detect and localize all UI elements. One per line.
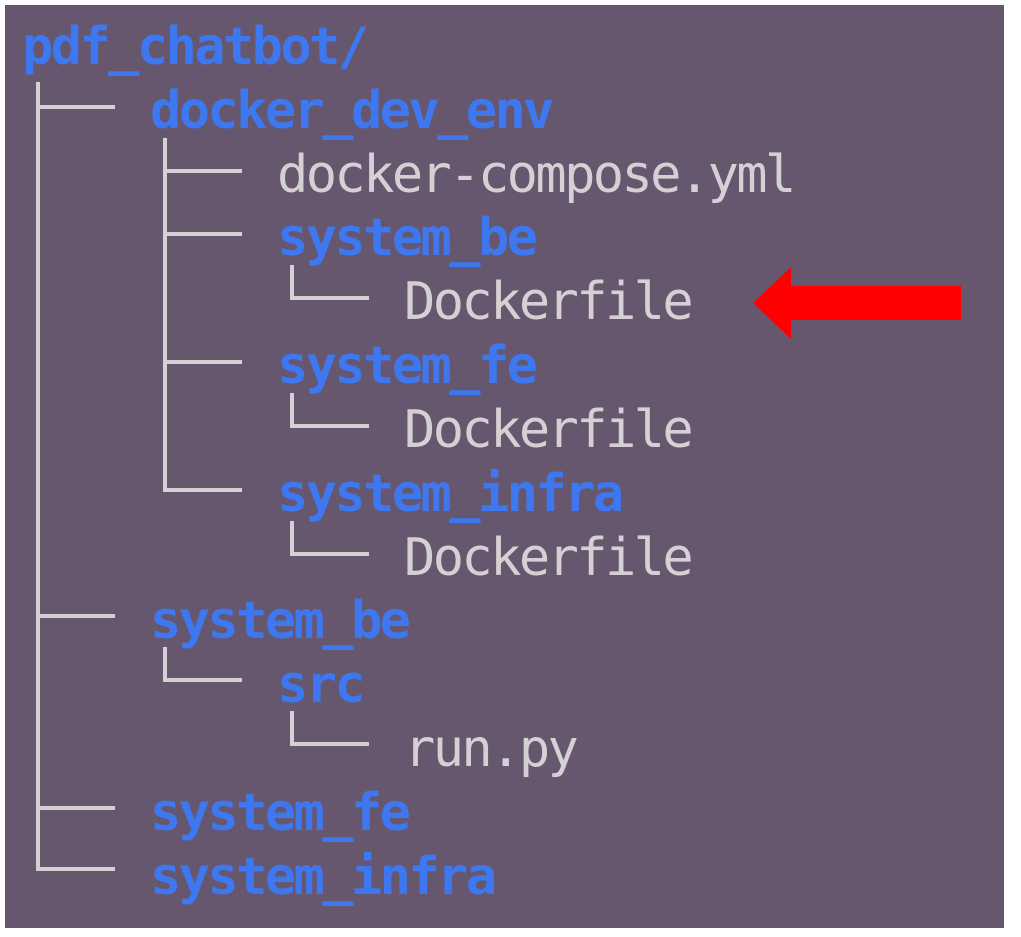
tree-guide-run-py-h (290, 742, 369, 746)
tree-folder-docker-system-be[interactable]: system_be (277, 208, 538, 268)
tree-guide-be-dockerfile-vertical (290, 265, 294, 300)
tree-guide-h-sub-system-be (163, 232, 242, 236)
tree-file-system-be-dockerfile[interactable]: Dockerfile (404, 272, 694, 332)
tree-guide-run-py-vertical (290, 711, 294, 746)
tree-root[interactable]: pdf_chatbot/ (22, 17, 369, 77)
tree-guide-fe-dockerfile-h (290, 424, 369, 428)
tree-guide-src-vertical (163, 647, 167, 682)
tree-guide-h-system-be (36, 614, 115, 618)
tree-guide-h-sub-system-fe (163, 360, 242, 364)
tree-guide-fe-dockerfile-vertical (290, 393, 294, 428)
arrow-left-icon (753, 267, 961, 339)
tree-folder-system-infra[interactable]: system_infra (150, 847, 497, 907)
tree-guide-src-h (163, 678, 242, 682)
tree-guide-be-dockerfile-h (290, 296, 369, 300)
tree-guide-infra-dockerfile-h (290, 552, 369, 556)
tree-file-system-fe-dockerfile[interactable]: Dockerfile (404, 400, 694, 460)
tree-guide-h-system-infra (36, 867, 115, 871)
tree-folder-system-fe[interactable]: system_fe (150, 783, 411, 843)
tree-guide-h-compose (163, 169, 242, 173)
tree-folder-system-be[interactable]: system_be (150, 591, 411, 651)
tree-file-run-py[interactable]: run.py (404, 719, 579, 779)
tree-folder-docker-system-infra[interactable]: system_infra (277, 464, 624, 524)
tree-guide-infra-dockerfile-vertical (290, 521, 294, 556)
tree-file-system-infra-dockerfile[interactable]: Dockerfile (404, 528, 694, 588)
terminal-window: pdf_chatbot/ docker_dev_env docker-compo… (5, 5, 1004, 928)
tree-guide-h-docker-dev-env (36, 105, 115, 109)
tree-guide-docker-dev-env-vertical (163, 138, 167, 492)
tree-guide-root-vertical (36, 82, 40, 869)
tree-file-docker-compose[interactable]: docker-compose.yml (277, 145, 796, 205)
tree-folder-docker-dev-env[interactable]: docker_dev_env (150, 81, 555, 141)
tree-guide-h-system-fe (36, 806, 115, 810)
tree-folder-src[interactable]: src (277, 655, 366, 715)
tree-guide-h-sub-system-infra (163, 488, 242, 492)
tree-folder-docker-system-fe[interactable]: system_fe (277, 336, 538, 396)
